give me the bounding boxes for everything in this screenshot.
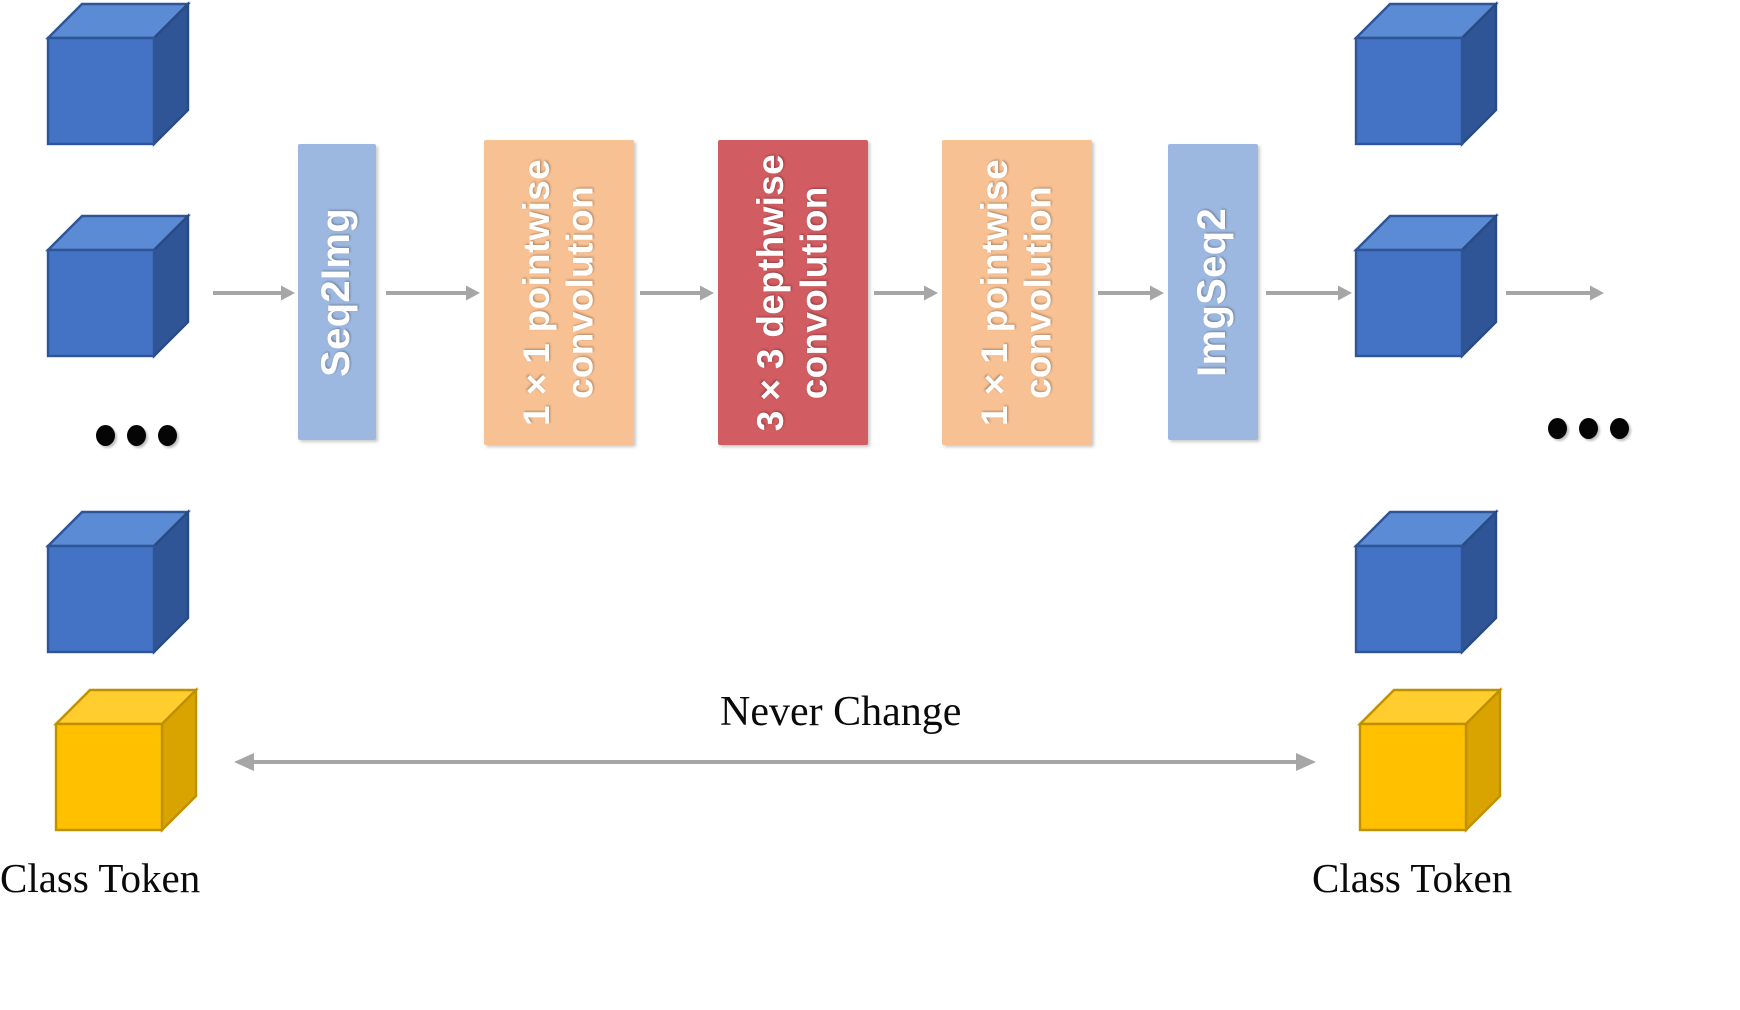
right-token-2 <box>1348 212 1500 364</box>
right-ellipsis <box>1548 418 1629 439</box>
never-change-label: Never Change <box>720 689 962 735</box>
flow-arrow-seq2img <box>386 283 482 303</box>
left-token-2 <box>40 212 192 364</box>
ellipsis-dot <box>1610 418 1629 439</box>
block-imgseq2[interactable]: ImgSeq2 <box>1168 144 1258 440</box>
flow-arrow-pointwise-1 <box>640 283 716 303</box>
ellipsis-dot <box>127 425 146 446</box>
flow-arrow-depthwise <box>874 283 940 303</box>
ellipsis-dot <box>96 425 115 446</box>
flow-arrow-out <box>1506 283 1606 303</box>
block-imgseq2-label: ImgSeq2 <box>1190 207 1235 377</box>
ellipsis-dot <box>158 425 177 446</box>
flow-arrow-pointwise-2 <box>1098 283 1166 303</box>
block-seq2img-label: Seq2Img <box>314 207 359 377</box>
block-pointwise-2[interactable]: 1×1 pointwise convolution <box>942 140 1092 445</box>
caption-class-token-left: Class Token <box>0 855 201 901</box>
block-seq2img[interactable]: Seq2Img <box>298 144 376 440</box>
caption-class-token-right: Class Token <box>1312 855 1513 901</box>
flow-arrow-imgseq2 <box>1266 283 1354 303</box>
right-token-1 <box>1348 0 1500 152</box>
never-change-arrow <box>232 750 1318 774</box>
block-depthwise[interactable]: 3×3 depthwise convolution <box>718 140 868 445</box>
left-token-3 <box>40 508 192 660</box>
ellipsis-dot <box>1579 418 1598 439</box>
left-ellipsis <box>96 425 177 446</box>
right-token-3 <box>1348 508 1500 660</box>
block-pointwise-1-label: 1×1 pointwise convolution <box>516 159 601 426</box>
left-token-1 <box>40 0 192 152</box>
flow-arrow-in <box>213 283 297 303</box>
block-depthwise-label: 3×3 depthwise convolution <box>750 153 835 432</box>
left-class-token <box>48 686 200 838</box>
block-pointwise-2-label: 1×1 pointwise convolution <box>974 159 1059 426</box>
block-pointwise-1[interactable]: 1×1 pointwise convolution <box>484 140 634 445</box>
ellipsis-dot <box>1548 418 1567 439</box>
right-class-token <box>1352 686 1504 838</box>
